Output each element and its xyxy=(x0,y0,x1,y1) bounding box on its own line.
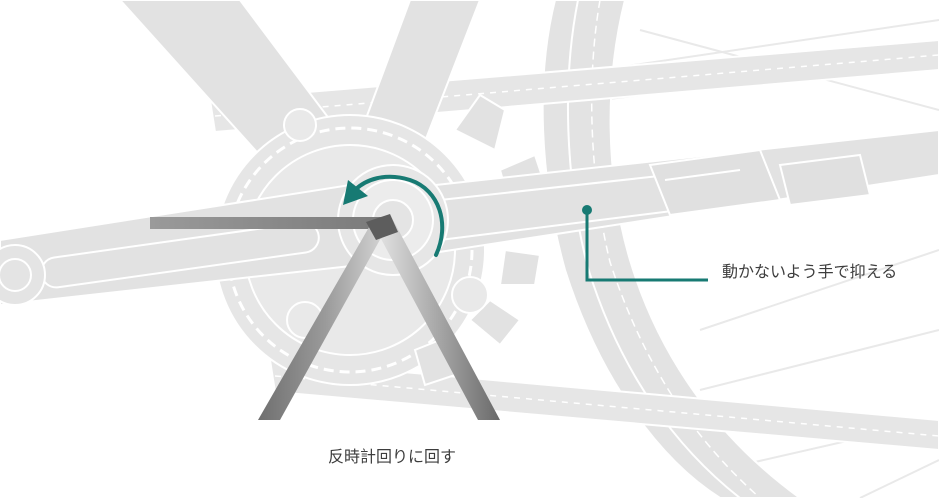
leader-line-icon xyxy=(582,205,708,282)
pedal xyxy=(648,148,872,217)
hex-wrench-tool xyxy=(150,214,500,420)
hold-hand-label: 動かないよう手で抑える xyxy=(722,262,898,281)
counterclockwise-arrow-icon xyxy=(343,174,445,257)
chain-lower xyxy=(268,358,939,452)
rotate-direction-label: 反時計回りに回す xyxy=(327,447,456,466)
